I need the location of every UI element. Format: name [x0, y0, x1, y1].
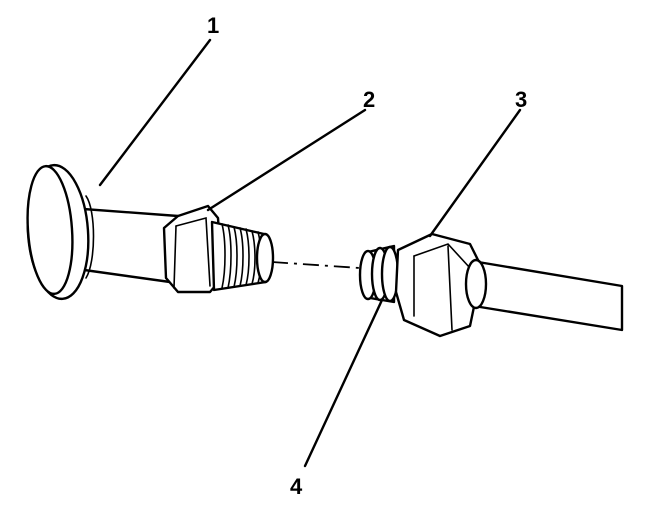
- callout-2: 2: [363, 87, 375, 112]
- callout-3: 3: [515, 87, 527, 112]
- alignment-centerline: [271, 261, 361, 269]
- leader-lines: [98, 38, 522, 468]
- male-threaded-nut: [162, 204, 275, 294]
- callout-1: 1: [207, 13, 219, 38]
- callout-4: 4: [290, 474, 303, 499]
- tube-hex-nut: [394, 232, 624, 338]
- o-ring-seal: [358, 244, 400, 304]
- flanged-tube-end: [26, 163, 180, 301]
